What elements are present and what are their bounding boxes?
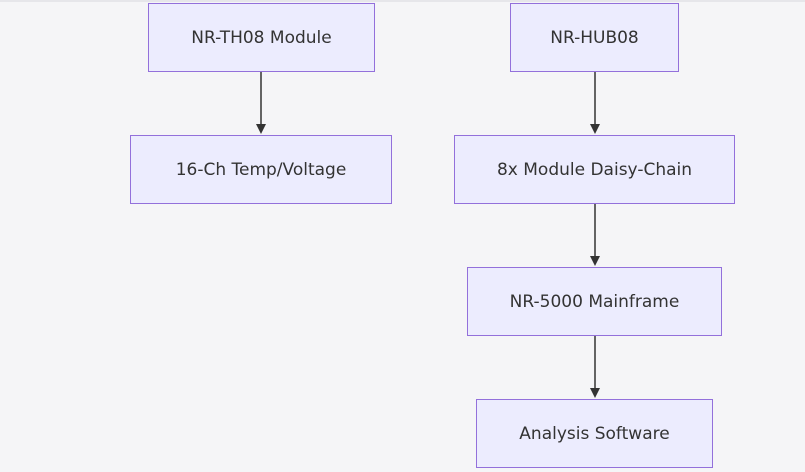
node-label: NR-5000 Mainframe [509, 291, 680, 312]
node-8x-module-daisy-chain[interactable]: 8x Module Daisy-Chain [454, 135, 735, 204]
node-label: Analysis Software [519, 423, 670, 444]
node-nr-hub08[interactable]: NR-HUB08 [510, 3, 679, 72]
node-label: 8x Module Daisy-Chain [496, 159, 693, 180]
node-16ch-temp-voltage[interactable]: 16-Ch Temp/Voltage [130, 135, 392, 204]
node-nr-5000-mainframe[interactable]: NR-5000 Mainframe [467, 267, 722, 336]
node-analysis-software[interactable]: Analysis Software [476, 399, 713, 468]
node-label: NR-TH08 Module [191, 27, 332, 48]
node-label: NR-HUB08 [550, 27, 639, 48]
node-nr-th08-module[interactable]: NR-TH08 Module [148, 3, 375, 72]
top-divider [0, 0, 805, 2]
node-label: 16-Ch Temp/Voltage [175, 159, 347, 180]
